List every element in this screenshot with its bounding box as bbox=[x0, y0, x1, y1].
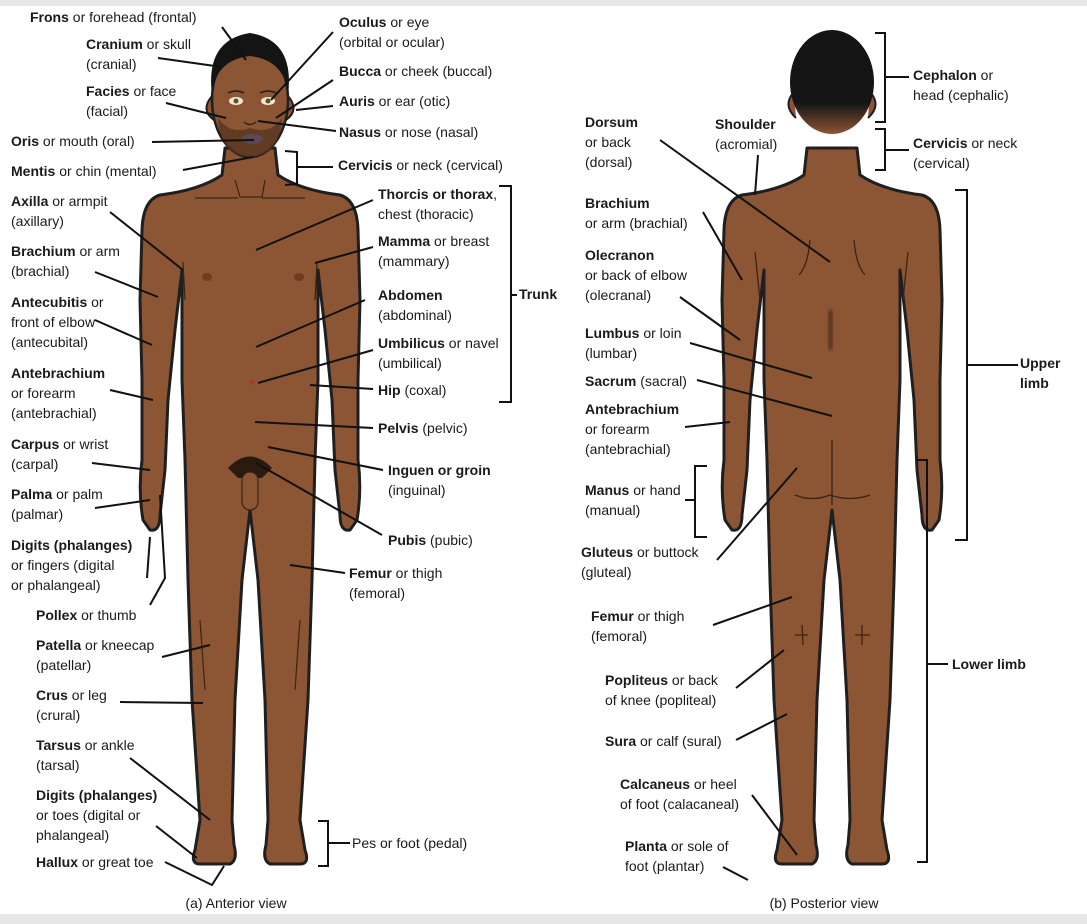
label-brachium-anterior: Brachium or arm (brachial) bbox=[11, 243, 120, 279]
label-patella: Patella or kneecap (patellar) bbox=[36, 637, 155, 673]
caption-anterior: (a) Anterior view bbox=[185, 895, 287, 911]
label-sacrum: Sacrum (sacral) bbox=[585, 373, 687, 389]
label-pes: Pes or foot (pedal) bbox=[352, 835, 468, 851]
label-cephalon: Cephalon or head (cephalic) bbox=[913, 67, 1009, 103]
label-digits-hand: Digits (phalanges) or fingers (digital o… bbox=[11, 537, 133, 593]
label-cervicis-posterior: Cervicis or neck (cervical) bbox=[913, 135, 1018, 171]
label-cranium: Cranium or skull (cranial) bbox=[86, 36, 192, 72]
caption-posterior: (b) Posterior view bbox=[769, 895, 879, 911]
label-auris: Auris or ear (otic) bbox=[339, 93, 451, 109]
label-crus: Crus or leg (crural) bbox=[36, 687, 107, 723]
top-border bbox=[0, 0, 1087, 6]
label-dorsum: Dorsum or back (dorsal) bbox=[585, 114, 638, 170]
label-antecubitis: Antecubitis or front of elbow (antecubit… bbox=[11, 294, 104, 350]
label-inguen: Inguen or groin (inguinal) bbox=[388, 462, 491, 498]
label-frons: Frons or forehead (frontal) bbox=[30, 9, 197, 25]
label-oculus: Oculus or eye (orbital or ocular) bbox=[339, 14, 445, 50]
label-femur-anterior: Femur or thigh (femoral) bbox=[349, 565, 443, 601]
label-femur-posterior: Femur or thigh (femoral) bbox=[591, 608, 685, 644]
label-calcaneus: Calcaneus or heel of foot (calacaneal) bbox=[620, 776, 740, 812]
label-olecranon: Olecranon or back of elbow (olecranal) bbox=[585, 247, 687, 303]
label-lower-limb: Lower limb bbox=[952, 656, 1026, 672]
label-thorax: Thorcis or thorax, chest (thoracic) bbox=[378, 186, 498, 222]
label-hallux: Hallux or great toe bbox=[36, 854, 154, 870]
label-carpus: Carpus or wrist (carpal) bbox=[11, 436, 109, 472]
label-planta: Planta or sole of foot (plantar) bbox=[625, 838, 729, 874]
label-pubis: Pubis (pubic) bbox=[388, 532, 473, 548]
label-popliteus: Popliteus or back of knee (popliteal) bbox=[605, 672, 718, 708]
label-antebrachium-posterior: Antebrachium or forearm (antebrachial) bbox=[585, 401, 680, 457]
label-nasus: Nasus or nose (nasal) bbox=[339, 124, 479, 140]
label-tarsus: Tarsus or ankle (tarsal) bbox=[36, 737, 135, 773]
label-pelvis: Pelvis (pelvic) bbox=[378, 420, 468, 436]
posterior-figure bbox=[720, 30, 944, 866]
leader-lines bbox=[91, 26, 1018, 887]
label-digits-foot: Digits (phalanges) or toes (digital or p… bbox=[36, 787, 158, 843]
label-lumbus: Lumbus or loin (lumbar) bbox=[585, 325, 682, 361]
label-shoulder: Shoulder (acromial) bbox=[715, 116, 778, 152]
label-abdomen: Abdomen (abdominal) bbox=[378, 287, 452, 323]
label-mentis: Mentis or chin (mental) bbox=[11, 163, 157, 179]
label-axilla: Axilla or armpit (axillary) bbox=[11, 193, 108, 229]
label-bucca: Bucca or cheek (buccal) bbox=[339, 63, 493, 79]
label-pollex: Pollex or thumb bbox=[36, 607, 137, 623]
label-hip: Hip (coxal) bbox=[378, 382, 447, 398]
label-mamma: Mamma or breast (mammary) bbox=[378, 233, 490, 269]
label-gluteus: Gluteus or buttock (gluteal) bbox=[581, 544, 699, 580]
label-umbilicus: Umbilicus or navel (umbilical) bbox=[378, 335, 499, 371]
label-upper-limb: Upper limb bbox=[1020, 355, 1061, 391]
label-antebrachium-anterior: Antebrachium or forearm (antebrachial) bbox=[11, 365, 106, 421]
label-cervicis-anterior: Cervicis or neck (cervical) bbox=[338, 157, 503, 173]
bottom-border bbox=[0, 914, 1087, 924]
label-facies: Facies or face (facial) bbox=[86, 83, 177, 119]
label-palma: Palma or palm (palmar) bbox=[11, 486, 103, 522]
label-sura: Sura or calf (sural) bbox=[605, 733, 722, 749]
label-brachium-posterior: Brachium or arm (brachial) bbox=[585, 195, 688, 231]
label-oris: Oris or mouth (oral) bbox=[11, 133, 135, 149]
label-trunk: Trunk bbox=[519, 286, 558, 302]
label-manus: Manus or hand (manual) bbox=[585, 482, 681, 518]
